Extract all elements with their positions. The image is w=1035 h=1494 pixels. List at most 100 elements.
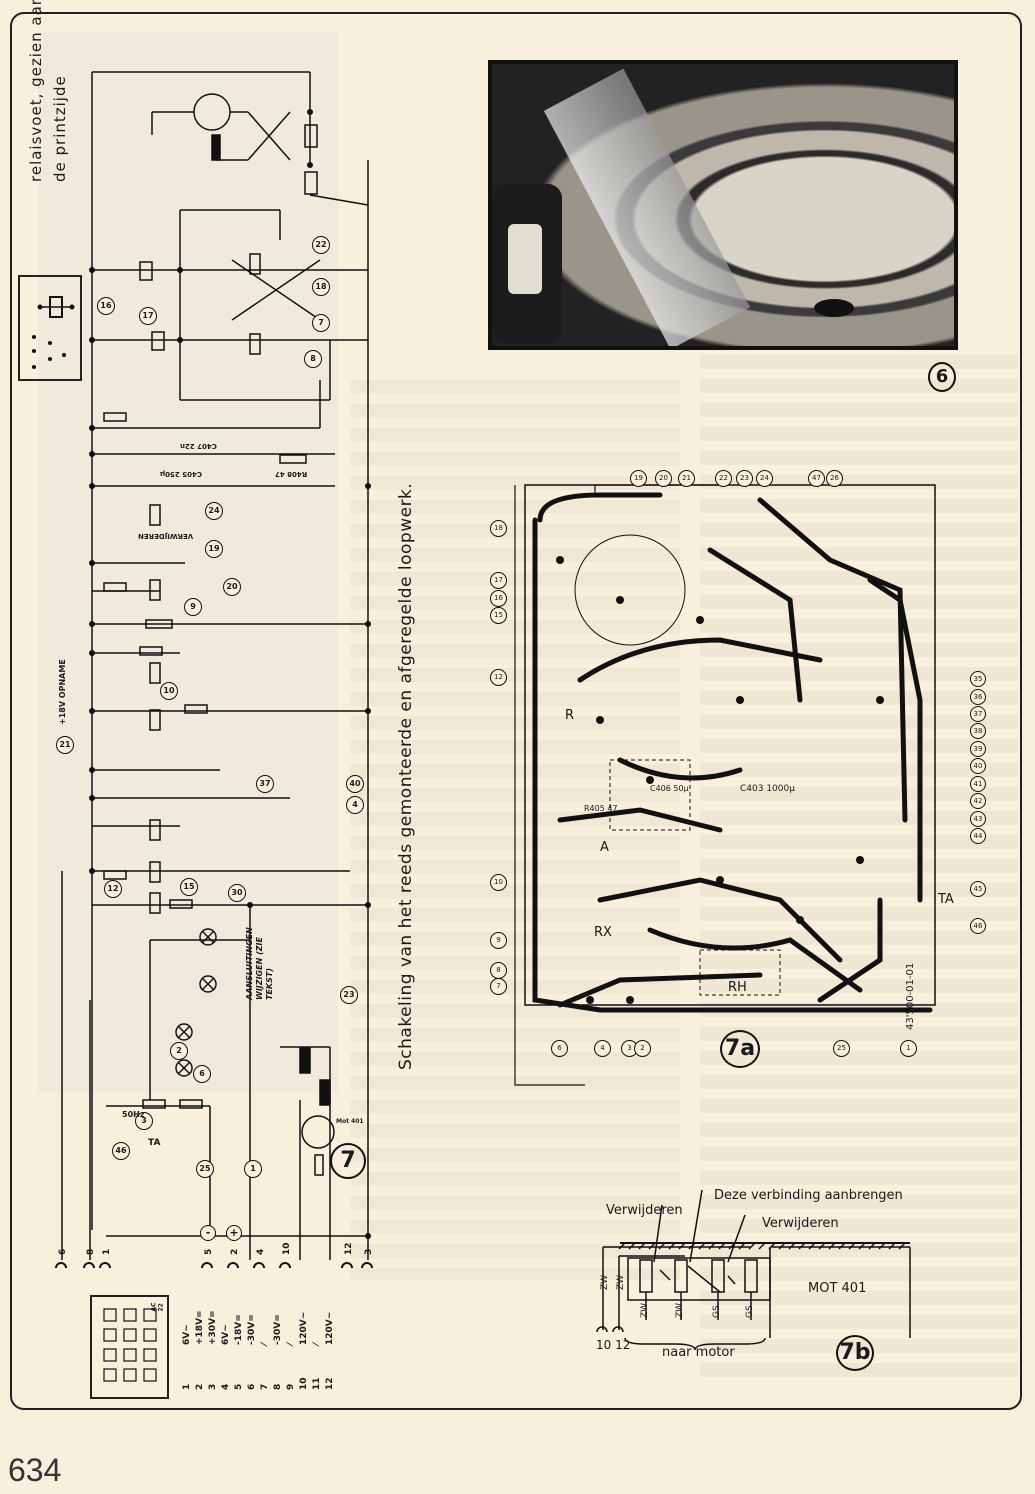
node-22: 22 [312,236,330,254]
pcb-pin: 22 [715,470,732,487]
ac-connector: AC 22 [90,1295,169,1399]
pcb-pin: 19 [630,470,647,487]
photo-spindle [814,299,854,317]
pcb-pin: 3 [621,1040,638,1057]
figure-7b-label: 7b [836,1335,874,1371]
pcb-label-r: R [565,708,575,723]
pcb-pin: 10 [490,874,507,891]
label-verwijderen-right: Verwijderen [762,1216,839,1231]
label-mot-401: MOT 401 [808,1281,867,1296]
pcb-label-rh: RH [728,980,747,995]
node-15: 15 [180,878,198,896]
pcb-pin: 47 [808,470,825,487]
pcb-pin: 20 [655,470,672,487]
relay-pin-legend [18,275,82,381]
node-19: 19 [205,540,223,558]
bleed-through-text-right [700,355,1018,1385]
wire-label: ZW [675,1302,685,1318]
pcb-pin: 1 [900,1040,917,1057]
pcb-pin: 21 [678,470,695,487]
node-37: 37 [256,775,274,793]
node-17: 17 [139,307,157,325]
node-18: 18 [312,278,330,296]
node-46: 46 [112,1142,130,1160]
pcb-pin: 6 [551,1040,568,1057]
node-6: 6 [193,1065,211,1083]
node-7: 7 [312,314,330,332]
label-deze-verbinding: Deze verbinding aanbrengen [714,1188,903,1203]
pcb-pin: 40 [970,758,986,774]
polarity-minus: - [200,1225,216,1241]
pcb-pin: 39 [970,741,986,757]
schematic-background [38,32,338,1092]
node-16: 16 [97,297,115,315]
pcb-pin: 36 [970,689,986,705]
tape-deck-photo [488,60,958,350]
pcb-pin: 15 [490,607,507,624]
connector-grid-icon [103,1308,157,1382]
pcb-pin: 17 [490,572,507,589]
pcb-pin: 9 [490,932,507,949]
pcb-pin: 16 [490,590,507,607]
pcb-pin: 18 [490,520,507,537]
label-ta: TA [148,1138,161,1148]
label-50hz: 50Hz [122,1110,145,1119]
node-30: 30 [228,884,246,902]
label-verwijderen-left: Verwijderen [606,1203,683,1218]
pcb-pin: 37 [970,706,986,722]
node-12: 12 [104,880,122,898]
label-mot401: Mot 401 [336,1118,364,1125]
node-40: 40 [346,775,364,793]
node-9: 9 [184,598,202,616]
pcb-pin: 41 [970,776,986,792]
node-24: 24 [205,502,223,520]
node-3: 3 [135,1112,153,1130]
pcb-pin: 38 [970,723,986,739]
pcb-pin: 26 [826,470,843,487]
label-connectors-10-12: 10 12 [596,1338,631,1352]
wire-label: ZW [616,1274,626,1290]
pcb-pin: 2 [634,1040,651,1057]
pcb-label-ta: TA [938,892,954,907]
pcb-pin: 12 [490,669,507,686]
photo-coil [492,184,562,344]
pcb-label-c403: C403 1000µ [740,784,795,794]
figure-6-label: 6 [928,362,956,392]
node-1: 1 [244,1160,262,1178]
relay-symbol-icon [32,296,75,369]
label-naar-motor: naar motor [662,1345,735,1360]
polarity-plus: + [226,1225,242,1241]
pcb-label-a: A [600,840,609,855]
figure-frame [10,12,1022,1410]
pcb-pin: 46 [970,918,986,934]
pcb-pin: 43 [970,811,986,827]
pcb-label-rx: RX [594,925,612,940]
wire-label: GS [745,1305,755,1318]
pcb-pin: 7 [490,978,507,995]
figure-7-label: 7 [330,1143,366,1179]
node-4: 4 [346,796,364,814]
wire-label: GS [712,1305,722,1318]
pcb-pin: 45 [970,881,986,897]
pcb-label-c406: C406 50µ [650,784,689,793]
pcb-pin: 44 [970,828,986,844]
wire-label: ZW [640,1302,650,1318]
node-23: 23 [340,986,358,1004]
pcb-pin: 24 [756,470,773,487]
node-20: 20 [223,578,241,596]
pcb-pin: 42 [970,793,986,809]
pcb-label-r405: R405 47 [584,804,618,813]
node-10: 10 [160,682,178,700]
pcb-pin: 35 [970,671,986,687]
figure-7a-label: 7a [720,1030,760,1068]
pcb-pin: 23 [736,470,753,487]
page-number: 634 [8,1452,62,1488]
node-8: 8 [304,350,322,368]
wire-label: ZW [600,1274,610,1290]
node-21: 21 [56,736,74,754]
pcb-pin: 4 [594,1040,611,1057]
node-25: 25 [196,1160,214,1178]
